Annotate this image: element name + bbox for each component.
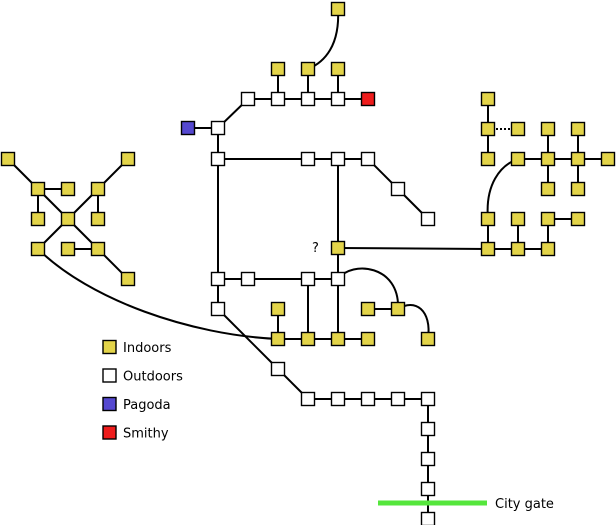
legend-swatch-pagoda [102,396,117,412]
indoors-room [540,181,556,197]
legend-label-outdoors: Outdoors [123,370,183,385]
outdoors-area [360,391,376,407]
outdoors-area [300,391,316,407]
path-d5-f1 [217,308,279,370]
indoors-room [570,181,586,197]
indoors-room [30,211,46,227]
indoors-room [0,151,16,167]
indoors-room [90,181,106,197]
curve-top [307,8,340,70]
outdoors-area [330,151,346,167]
indoors-room [360,301,376,317]
indoors-room [510,211,526,227]
indoors-room [480,241,496,257]
outdoors-area [390,391,406,407]
indoors-room [60,211,76,227]
indoors-room [120,271,136,287]
indoors-room [570,211,586,227]
indoors-room [540,151,556,167]
indoors-room [90,241,106,257]
indoors-room [360,331,376,347]
indoors-room [300,331,316,347]
outdoors-area [210,301,226,317]
indoors-room [540,241,556,257]
outdoors-area [240,91,256,107]
indoors-room [330,331,346,347]
indoors-room [330,1,346,17]
indoors-room [540,121,556,137]
outdoors-area [360,151,376,167]
outdoors-area [420,421,436,437]
indoors-room [510,121,526,137]
indoors-room [540,211,556,227]
indoors-room [510,151,526,167]
unknown-room-marker: ? [312,241,319,256]
indoors-room [30,241,46,257]
indoors-room [60,241,76,257]
indoors-room [480,121,496,137]
indoors-room [270,301,286,317]
indoors-room [30,181,46,197]
curve-long [37,248,279,340]
indoors-room [60,181,76,197]
indoors-room [270,61,286,77]
outdoors-area [210,120,226,136]
outdoors-area [240,271,256,287]
outdoors-area [390,181,406,197]
outdoors-area [330,271,346,287]
indoors-room [420,331,436,347]
city-gate-label: City gate [495,497,554,512]
pagoda-room [180,120,196,136]
legend-swatch-outdoors [102,368,117,383]
legend-label-pagoda: Pagoda [123,398,171,413]
outdoors-area [270,91,286,107]
map-labels: ? City gate [312,241,554,512]
indoors-room [570,121,586,137]
outdoors-area [420,391,436,407]
indoors-room [480,91,496,107]
outdoors-area [420,451,436,467]
indoors-room [600,151,616,167]
legend-swatch-indoors [102,339,117,355]
outdoors-area [420,481,436,497]
outdoors-area [330,391,346,407]
indoors-room [480,151,496,167]
curve-r6-r13 [486,158,519,220]
indoors-room [390,301,406,317]
indoors-room [270,331,286,347]
indoors-room [330,240,346,256]
outdoors-area [330,91,346,107]
indoors-room [330,61,346,77]
smithy-room [360,91,376,107]
outdoors-area [210,271,226,287]
path-q-r17 [337,247,489,250]
indoors-room [510,241,526,257]
outdoors-area [420,511,436,525]
outdoors-area [300,151,316,167]
indoors-room [570,151,586,167]
legend-label-indoors: Indoors [123,341,172,356]
outdoors-area [300,271,316,287]
indoors-room [480,211,496,227]
outdoors-area [420,211,436,227]
outdoors-area [210,151,226,167]
legend-swatch-smithy [102,425,117,440]
indoors-room [120,151,136,167]
outdoors-area [270,361,286,377]
connection-paths [7,8,608,519]
outdoors-area [300,91,316,107]
indoors-room [300,61,316,77]
legend-label-smithy: Smithy [123,427,169,442]
indoors-room [90,211,106,227]
